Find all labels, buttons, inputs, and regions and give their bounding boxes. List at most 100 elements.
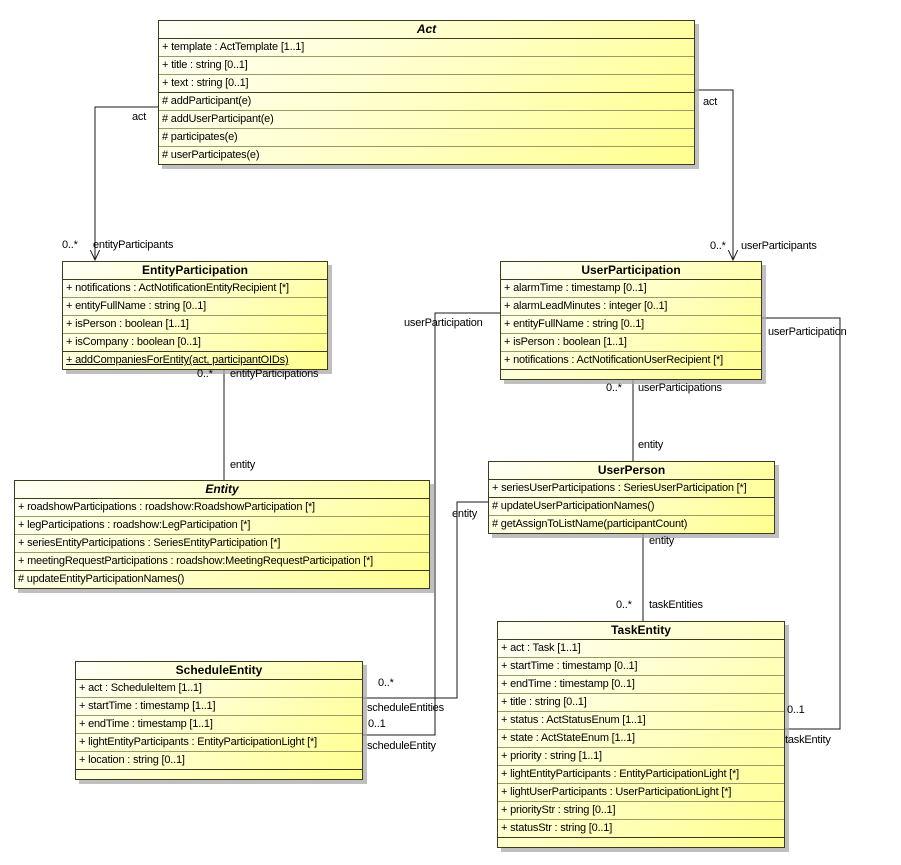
edge-userParticipation-to-scheduleEntity[interactable] [363,312,500,736]
operation-compartment: + addCompaniesForEntity(act, participant… [63,351,327,369]
role-label: scheduleEntity [367,740,436,752]
class-attribute: + legParticipations : roadshow:LegPartic… [15,517,429,535]
edge-userPerson-to-scheduleEntities[interactable] [363,501,488,699]
class-operation: + addCompaniesForEntity(act, participant… [66,354,289,366]
class-attribute: + act : ScheduleItem [1..1] [76,680,362,698]
class-operation: # updateUserParticipationNames() [489,498,774,516]
operation-compartment [501,369,761,379]
multiplicity-label: 0..* [62,239,78,251]
class-attribute: + startTime : timestamp [1..1] [76,698,362,716]
class-attribute: + seriesEntityParticipations : SeriesEnt… [15,535,429,553]
role-label: entity [649,535,675,547]
edge-act-to-entityParticipation[interactable] [94,106,158,260]
operation-compartment: # updateUserParticipationNames() # getAss… [489,497,774,533]
role-label: act [703,96,718,108]
attribute-compartment: + act : ScheduleItem [1..1]+ startTime :… [76,680,362,769]
class-title: TaskEntity [498,622,784,640]
class-Act[interactable]: Act+ template : ActTemplate [1..1]+ titl… [158,20,695,165]
class-attribute: + entityFullName : string [0..1] [501,316,761,334]
class-attribute: + priorityStr : string [0..1] [498,802,784,820]
class-attribute: + isPerson : boolean [1..1] [501,334,761,352]
role-label: entityParticipants [93,239,174,251]
class-title: UserParticipation [501,262,761,280]
class-attribute: + startTime : timestamp [0..1] [498,658,784,676]
attribute-compartment: + roadshowParticipations : roadshow:Road… [15,499,429,570]
multiplicity-label: 0..* [710,240,726,252]
class-attribute: + isPerson : boolean [1..1] [63,316,327,334]
class-attribute: + state : ActStateEnum [1..1] [498,730,784,748]
class-attribute: + template : ActTemplate [1..1] [159,39,694,57]
class-title: Entity [15,481,429,499]
class-attribute: + roadshowParticipations : roadshow:Road… [15,499,429,517]
role-label: taskEntities [649,599,703,611]
open-arrowhead-icon [727,249,739,262]
class-title: EntityParticipation [63,262,327,280]
multiplicity-label: 0..* [606,382,622,394]
class-attribute: + title : string [0..1] [159,57,694,75]
multiplicity-label: 0..1 [787,704,805,716]
attribute-compartment: + notifications : ActNotificationEntityR… [63,280,327,351]
multiplicity-label: 0..* [197,368,213,380]
attribute-compartment: + alarmTime : timestamp [0..1]+ alarmLea… [501,280,761,369]
open-arrowhead-icon [89,249,101,262]
class-attribute: + status : ActStatusEnum [1..1] [498,712,784,730]
attribute-compartment: + act : Task [1..1]+ startTime : timesta… [498,640,784,837]
class-title: ScheduleEntity [76,662,362,680]
class-attribute: + priority : string [1..1] [498,748,784,766]
class-operation: # userParticipates(e) [162,149,260,161]
operation-compartment: # updateEntityParticipationNames() [15,570,429,588]
edge-userParticipation-to-taskEntity[interactable] [762,317,841,730]
role-label: taskEntity [785,734,831,746]
class-attribute: + seriesUserParticipations : SeriesUserP… [492,482,747,494]
class-operation: # participates(e) [159,129,694,147]
class-attribute: + alarmTime : timestamp [0..1] [501,280,761,298]
class-operation: # getAssignToListName(participantCount) [492,518,688,530]
class-attribute: + act : Task [1..1] [498,640,784,658]
class-attribute: + endTime : timestamp [1..1] [76,716,362,734]
multiplicity-label: 0..* [616,599,632,611]
role-label: userParticipation [404,317,483,329]
class-attribute: + isCompany : boolean [0..1] [66,336,201,348]
class-attribute: + endTime : timestamp [0..1] [498,676,784,694]
role-label: userParticipants [741,240,817,252]
multiplicity-label: 0..1 [368,718,386,730]
class-attribute: + alarmLeadMinutes : integer [0..1] [501,298,761,316]
role-label: act [132,111,147,123]
class-attribute: + statusStr : string [0..1] [501,822,613,834]
edge-act-to-userParticipation[interactable] [695,89,734,260]
role-label: entity [638,439,664,451]
role-label: userParticipations [638,382,722,394]
operation-compartment [498,837,784,847]
class-operation: # addParticipant(e) [159,93,694,111]
class-UserPerson[interactable]: UserPerson + seriesUserParticipations : S… [488,461,775,534]
class-attribute: + location : string [0..1] [79,754,185,766]
operation-compartment [76,769,362,779]
class-operation: # updateEntityParticipationNames() [18,573,185,585]
operation-compartment: # addParticipant(e)# addUserParticipant(… [159,92,694,164]
role-label: userParticipation [768,326,847,338]
class-title: UserPerson [489,462,774,480]
attribute-compartment: + template : ActTemplate [1..1]+ title :… [159,39,694,92]
class-attribute: + lightEntityParticipants : EntityPartic… [498,766,784,784]
class-operation: # addUserParticipant(e) [159,111,694,129]
role-label: entity [452,508,478,520]
class-attribute: + lightEntityParticipants : EntityPartic… [76,734,362,752]
class-title: Act [159,21,694,39]
class-TaskEntity[interactable]: TaskEntity+ act : Task [1..1]+ startTime… [497,621,785,848]
class-attribute: + lightUserParticipants : UserParticipat… [498,784,784,802]
role-label: entityParticipations [230,368,319,380]
class-attribute: + notifications : ActNotificationEntityR… [63,280,327,298]
class-UserParticipation[interactable]: UserParticipation+ alarmTime : timestamp… [500,261,762,380]
class-Entity[interactable]: Entity+ roadshowParticipations : roadsho… [14,480,430,589]
class-attribute: + notifications : ActNotificationUserRec… [504,354,723,366]
multiplicity-label: 0..* [378,677,394,689]
class-attribute: + title : string [0..1] [498,694,784,712]
role-label: entity [230,459,256,471]
class-EntityParticipation[interactable]: EntityParticipation+ notifications : Act… [62,261,328,370]
role-label: scheduleEntities [367,702,444,714]
class-ScheduleEntity[interactable]: ScheduleEntity+ act : ScheduleItem [1..1… [75,661,363,780]
class-attribute: + entityFullName : string [0..1] [63,298,327,316]
class-attribute: + text : string [0..1] [162,77,249,89]
